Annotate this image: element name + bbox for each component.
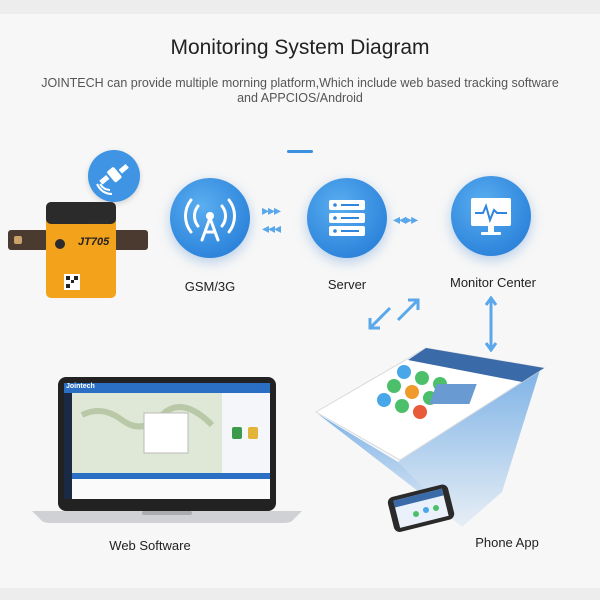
phone-app-label: Phone App xyxy=(475,535,539,550)
arrow-to-server: ▸▸▸ xyxy=(262,202,281,218)
antenna-icon xyxy=(184,198,236,242)
monitor-center-label: Monitor Center xyxy=(450,275,536,290)
laptop: Jointech xyxy=(32,375,302,525)
arrow-diagonal-up xyxy=(396,296,422,322)
device-brand: Jointech xyxy=(86,220,109,226)
arrow-to-gsm: ◂◂◂ xyxy=(262,220,281,236)
accent-divider xyxy=(287,150,313,153)
device-model: JT705 xyxy=(78,236,110,248)
arrow-diagonal-down xyxy=(366,306,392,332)
satellite-icon xyxy=(88,150,140,202)
server-label: Server xyxy=(327,277,367,292)
laptop-app-brand: Jointech xyxy=(66,383,95,390)
monitor-center-node xyxy=(451,176,531,256)
diagram-subtitle: JOINTECH can provide multiple morning pl… xyxy=(41,76,559,105)
gsm-node xyxy=(170,178,250,258)
gsm-label: GSM/3G xyxy=(184,279,236,294)
arrow-vertical xyxy=(484,295,498,353)
server-node xyxy=(307,178,387,258)
web-software-label: Web Software xyxy=(109,538,191,553)
diagram-title: Monitoring System Diagram xyxy=(170,36,430,59)
phone-app-projection xyxy=(312,342,552,562)
arrow-server-monitor: ◂◂▸▸ xyxy=(393,211,418,227)
monitor-icon xyxy=(471,198,511,235)
server-icon xyxy=(329,200,365,236)
tracking-device: Jointech JT705 xyxy=(8,200,148,300)
